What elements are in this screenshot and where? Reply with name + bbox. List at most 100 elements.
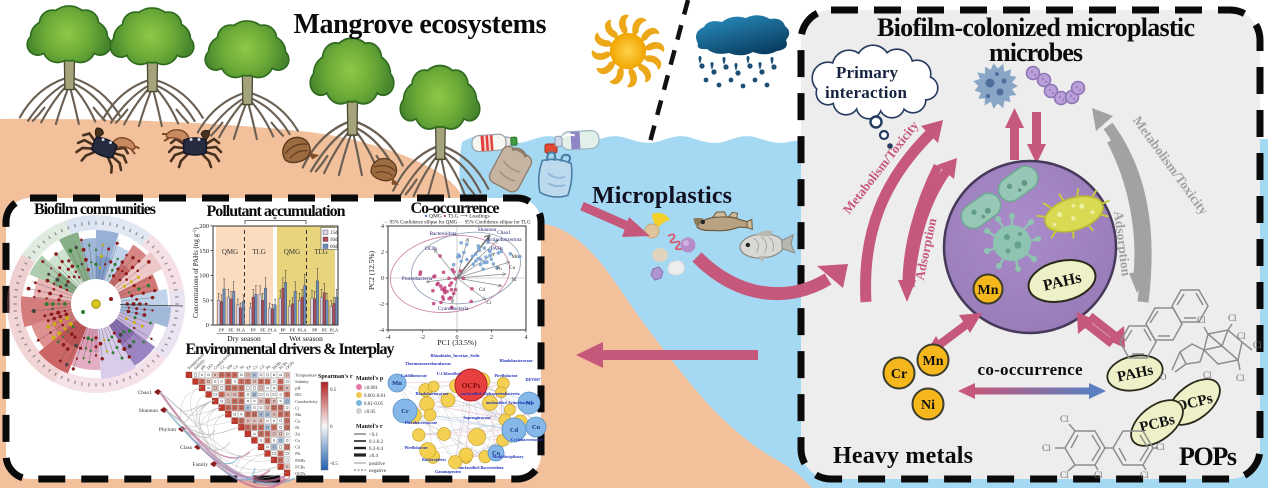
svg-text:TLG: TLG [252, 248, 266, 256]
svg-text:Cl: Cl [1060, 470, 1069, 480]
svg-text:Rhizobiales_Incertae_Sedis: Rhizobiales_Incertae_Sedis [430, 353, 479, 358]
svg-text:Environmental drivers & Interp: Environmental drivers & Interplay [186, 341, 395, 358]
svg-text:Phylum: Phylum [159, 427, 177, 433]
svg-text:Concentrations of PAHs (ng g-1: Concentrations of PAHs (ng g-1) [192, 227, 200, 318]
svg-text:0.2-0.4: 0.2-0.4 [369, 447, 384, 452]
svg-text:PE: PE [228, 328, 234, 333]
svg-text:PLA: PLA [268, 328, 277, 333]
svg-text:-2: -2 [420, 335, 425, 341]
svg-text:Mangrove ecosystems: Mangrove ecosystems [294, 9, 547, 40]
svg-text:Rhodobacteraceae: Rhodobacteraceae [415, 391, 448, 396]
svg-text:unclassified.Actinobacteria: unclassified.Actinobacteria [486, 400, 535, 405]
svg-text:30d: 30d [330, 238, 338, 243]
svg-text:<0.1: <0.1 [369, 433, 379, 438]
svg-text:Cl: Cl [1228, 313, 1237, 323]
svg-text:QMG: QMG [284, 248, 300, 256]
svg-text:OCPs: OCPs [284, 360, 295, 371]
svg-text:0.01-0.05: 0.01-0.05 [364, 402, 384, 407]
svg-text:60d: 60d [330, 245, 338, 250]
svg-text:50: 50 [203, 297, 210, 304]
svg-text:PLA: PLA [330, 328, 339, 333]
svg-text:Mn: Mn [978, 283, 999, 298]
svg-text:Chao1: Chao1 [138, 390, 153, 396]
svg-text:Cr: Cr [891, 367, 907, 382]
svg-text:Shannon: Shannon [478, 227, 497, 233]
svg-text:Bacteroidetes: Bacteroidetes [422, 457, 446, 462]
svg-text:Cl: Cl [1140, 470, 1149, 480]
svg-text:interaction: interaction [825, 83, 908, 102]
svg-text:0: 0 [456, 335, 459, 341]
svg-text:Cl: Cl [1253, 340, 1262, 350]
svg-text:-2: -2 [379, 302, 384, 308]
svg-text:Ni: Ni [511, 277, 517, 283]
svg-text:OCPs: OCPs [425, 246, 437, 252]
svg-text:Spearman's r: Spearman's r [318, 374, 353, 380]
svg-text:· PCBs: · PCBs [293, 464, 306, 469]
svg-text:unclassified.Alphaproteobacter: unclassified.Alphaproteobacteria [460, 391, 520, 396]
svg-text:· OCPs: · OCPs [293, 471, 306, 476]
svg-text:PE: PE [322, 328, 328, 333]
svg-text:Pb: Pb [265, 364, 272, 371]
svg-text:Cl: Cl [1156, 442, 1165, 452]
svg-text:DO: DO [206, 363, 214, 371]
svg-text:· pH: · pH [293, 386, 301, 391]
svg-text:PP: PP [280, 328, 286, 333]
svg-text:PE: PE [290, 328, 296, 333]
svg-text:Pb: Pb [496, 266, 502, 272]
svg-text:Primary: Primary [836, 63, 899, 82]
svg-text:Zn: Zn [245, 363, 253, 371]
svg-text:Co: Co [492, 450, 500, 457]
svg-text:TLG: TLG [314, 248, 328, 256]
svg-text:Dry season: Dry season [227, 334, 261, 343]
svg-text:Family: Family [192, 462, 208, 468]
svg-text:U.Chloroflexi: U.Chloroflexi [437, 371, 462, 376]
svg-text:PP: PP [312, 328, 318, 333]
svg-text:PC1 (33.5%): PC1 (33.5%) [437, 338, 477, 347]
svg-text:15d: 15d [330, 231, 338, 236]
svg-text:Pirellulaceae: Pirellulaceae [405, 445, 428, 450]
svg-text:· Salinity: · Salinity [293, 379, 310, 384]
svg-text:Cl: Cl [1236, 373, 1245, 383]
svg-text:unclassified Bacteroidota: unclassified Bacteroidota [459, 465, 505, 470]
svg-text:PLA: PLA [298, 328, 307, 333]
svg-text:DEV007: DEV007 [525, 377, 540, 382]
svg-text:· Conductivity: · Conductivity [293, 399, 319, 404]
svg-text:Co-occurrence: Co-occurrence [411, 200, 500, 217]
svg-text:≥0.05: ≥0.05 [364, 410, 376, 415]
svg-text:POPs: POPs [1179, 442, 1237, 471]
svg-text:2: 2 [490, 335, 493, 341]
svg-text:Cu: Cu [509, 265, 516, 271]
svg-text:Cd: Cd [510, 427, 519, 434]
svg-text:Proteobacteria: Proteobacteria [402, 276, 433, 282]
svg-text:● QMG ● TLG ⟶ Loadings: ● QMG ● TLG ⟶ Loadings [424, 214, 489, 220]
svg-text:Cl: Cl [1237, 331, 1246, 341]
svg-text:microbes: microbes [989, 38, 1083, 67]
svg-text:negative: negative [369, 469, 387, 474]
svg-text:Cd: Cd [479, 287, 486, 293]
svg-text:Cu: Cu [532, 424, 541, 431]
svg-text:Cu: Cu [232, 363, 240, 371]
svg-text:Mantel's r: Mantel's r [356, 424, 383, 430]
svg-text:Saprospiraceae: Saprospiraceae [463, 415, 491, 420]
svg-text:· Cd: · Cd [293, 445, 301, 450]
svg-text:Mn: Mn [225, 362, 233, 370]
svg-text:Multidisciplinary: Multidisciplinary [492, 454, 524, 459]
svg-text:Chao1: Chao1 [497, 230, 511, 236]
svg-text:Cd: Cd [258, 363, 266, 371]
svg-text:Mn: Mn [923, 354, 944, 369]
svg-text:· PAHs: · PAHs [293, 458, 306, 463]
svg-text:0: 0 [206, 322, 209, 329]
svg-text:Cl: Cl [1060, 414, 1069, 424]
svg-text:Mn: Mn [392, 380, 402, 387]
svg-text:Cr: Cr [219, 364, 226, 371]
svg-text:Gammaproteo: Gammaproteo [435, 469, 461, 474]
svg-text:Pirellulaceae: Pirellulaceae [495, 373, 518, 378]
svg-text:2: 2 [381, 250, 384, 256]
svg-text:Ni: Ni [526, 400, 533, 407]
svg-text:O: O [1160, 372, 1167, 382]
svg-text:· Mn: · Mn [293, 412, 302, 417]
svg-text:Co: Co [252, 364, 259, 371]
svg-text:Ni: Ni [921, 398, 935, 413]
svg-text:Cl: Cl [1094, 470, 1103, 480]
svg-text:Heavy metals: Heavy metals [833, 443, 973, 469]
